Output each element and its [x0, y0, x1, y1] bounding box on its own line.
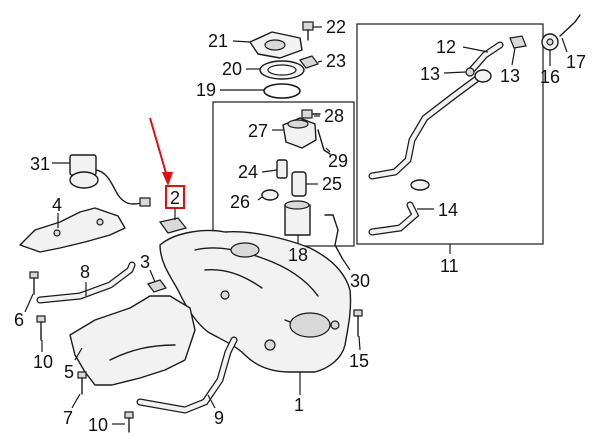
label-26: 26: [230, 192, 250, 212]
bolt-7: [77, 371, 87, 395]
label-23: 23: [326, 51, 346, 71]
bolt-10-lower: [124, 411, 134, 433]
pump-module-27: [282, 117, 317, 149]
label-24: 24: [238, 162, 258, 182]
fuel-tank: [159, 229, 352, 373]
bolt-10-upper: [36, 315, 46, 341]
heat-shield-upper: [19, 207, 126, 253]
label-2: 2: [170, 188, 180, 208]
seal-26: [261, 189, 279, 201]
label-5: 5: [64, 362, 74, 382]
part-31-sender: [69, 154, 151, 207]
leader-23: [317, 60, 323, 63]
leader-3: [149, 269, 156, 283]
bolt-6: [29, 271, 39, 295]
label-3: 3: [140, 252, 150, 272]
label-15: 15: [349, 351, 369, 371]
leader-17: [561, 37, 568, 53]
leader-13b: [511, 47, 516, 66]
label-9: 9: [214, 408, 224, 428]
leader-29: [325, 147, 331, 153]
stud-15: [353, 309, 363, 337]
label-22: 22: [326, 17, 346, 37]
bolt-22: [302, 21, 314, 41]
label-21: 21: [208, 31, 228, 51]
leader-21: [232, 40, 251, 43]
label-20: 20: [222, 59, 242, 79]
label-11: 11: [440, 256, 459, 276]
strap-8: [36, 261, 136, 304]
label-13a: 13: [420, 64, 440, 84]
label-7: 7: [63, 408, 73, 428]
label-8: 8: [80, 262, 90, 282]
leader-26: [257, 196, 263, 201]
hose-14: [368, 201, 420, 236]
filler-neck: [368, 69, 492, 180]
label-30: 30: [350, 271, 370, 291]
label-27: 27: [248, 121, 268, 141]
reservoir-18: [284, 200, 311, 236]
label-28: 28: [324, 106, 344, 126]
harness-30: [324, 214, 343, 259]
leader-5: [74, 347, 83, 361]
label-31: 31: [30, 154, 50, 174]
float-29: [317, 129, 331, 155]
label-10a: 10: [33, 352, 53, 372]
leader-7: [71, 393, 81, 409]
leader-24: [261, 169, 278, 173]
seal-19: [263, 83, 301, 99]
label-19: 19: [196, 80, 216, 100]
label-1: 1: [294, 395, 304, 415]
cap-16: [541, 33, 559, 51]
leader-9: [207, 394, 216, 409]
vent-hose-12: [466, 41, 504, 76]
leader-15: [358, 335, 361, 351]
leader-13a: [443, 71, 467, 74]
clamp-13-right: [509, 35, 527, 49]
sensor-28: [301, 109, 321, 119]
gasket-20: [259, 60, 305, 80]
tether-17: [559, 14, 581, 37]
pump-24: [276, 159, 288, 179]
label-12: 12: [436, 37, 456, 57]
leader-6: [24, 293, 34, 313]
label-29: 29: [328, 151, 348, 171]
lock-ring-21: [249, 31, 303, 59]
ring-grommet: [410, 179, 430, 191]
part-3-plate: [147, 279, 167, 293]
label-10b: 10: [88, 415, 108, 435]
label-18: 18: [288, 245, 308, 265]
label-6: 6: [14, 310, 24, 330]
label-17: 17: [566, 52, 586, 72]
label-16: 16: [540, 67, 560, 87]
label-13b: 13: [500, 66, 520, 86]
callout-arrow: [149, 117, 169, 181]
label-14: 14: [438, 200, 458, 220]
leader-12: [462, 46, 489, 53]
clamp-13-left: [465, 67, 475, 77]
label-4: 4: [52, 195, 62, 215]
heat-shield-lower: [69, 295, 196, 386]
callout-arrowhead: [162, 172, 173, 186]
part-2-pad: [158, 217, 188, 234]
filter-25: [291, 171, 307, 197]
strap-9: [136, 336, 238, 414]
clip-23: [299, 55, 319, 69]
leader-30: [341, 257, 351, 271]
label-25: 25: [322, 174, 342, 194]
